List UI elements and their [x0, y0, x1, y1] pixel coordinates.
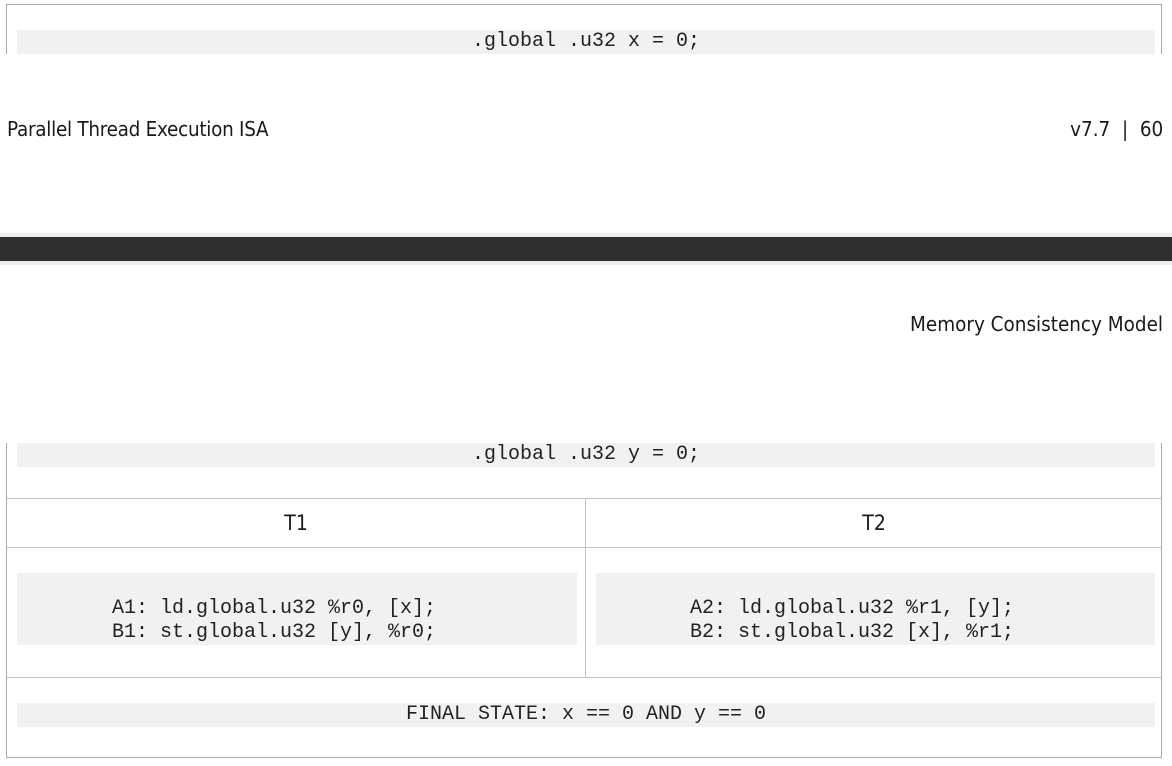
table-fragment-top: .global .u32 x = 0; [6, 4, 1162, 54]
code-final-state: FINAL STATE: x == 0 AND y == 0 [17, 703, 1155, 727]
page-header-section-title: Memory Consistency Model [909, 312, 1163, 336]
table-column-divider [585, 498, 586, 677]
code-declaration-x: .global .u32 x = 0; [17, 30, 1155, 54]
page-separator [0, 237, 1172, 261]
page-break-shadow-bottom [0, 261, 1172, 265]
table-row-divider [7, 498, 1161, 499]
page-break-shadow-top [0, 233, 1172, 237]
code-declaration-y: .global .u32 y = 0; [17, 443, 1155, 467]
table-row-divider [7, 677, 1161, 678]
litmus-test-table: .global .u32 y = 0; T1 T2 A1: ld.global.… [6, 443, 1162, 758]
column-header-t1: T1 [284, 511, 308, 535]
table-row-divider [7, 547, 1161, 548]
footer-version-page: v7.7 | 60 [1069, 117, 1163, 141]
column-header-t2: T2 [862, 511, 886, 535]
code-thread-t1: A1: ld.global.u32 %r0, [x]; B1: st.globa… [17, 573, 577, 645]
footer-document-title: Parallel Thread Execution ISA [7, 117, 269, 141]
code-thread-t2: A2: ld.global.u32 %r1, [y]; B2: st.globa… [596, 573, 1155, 645]
